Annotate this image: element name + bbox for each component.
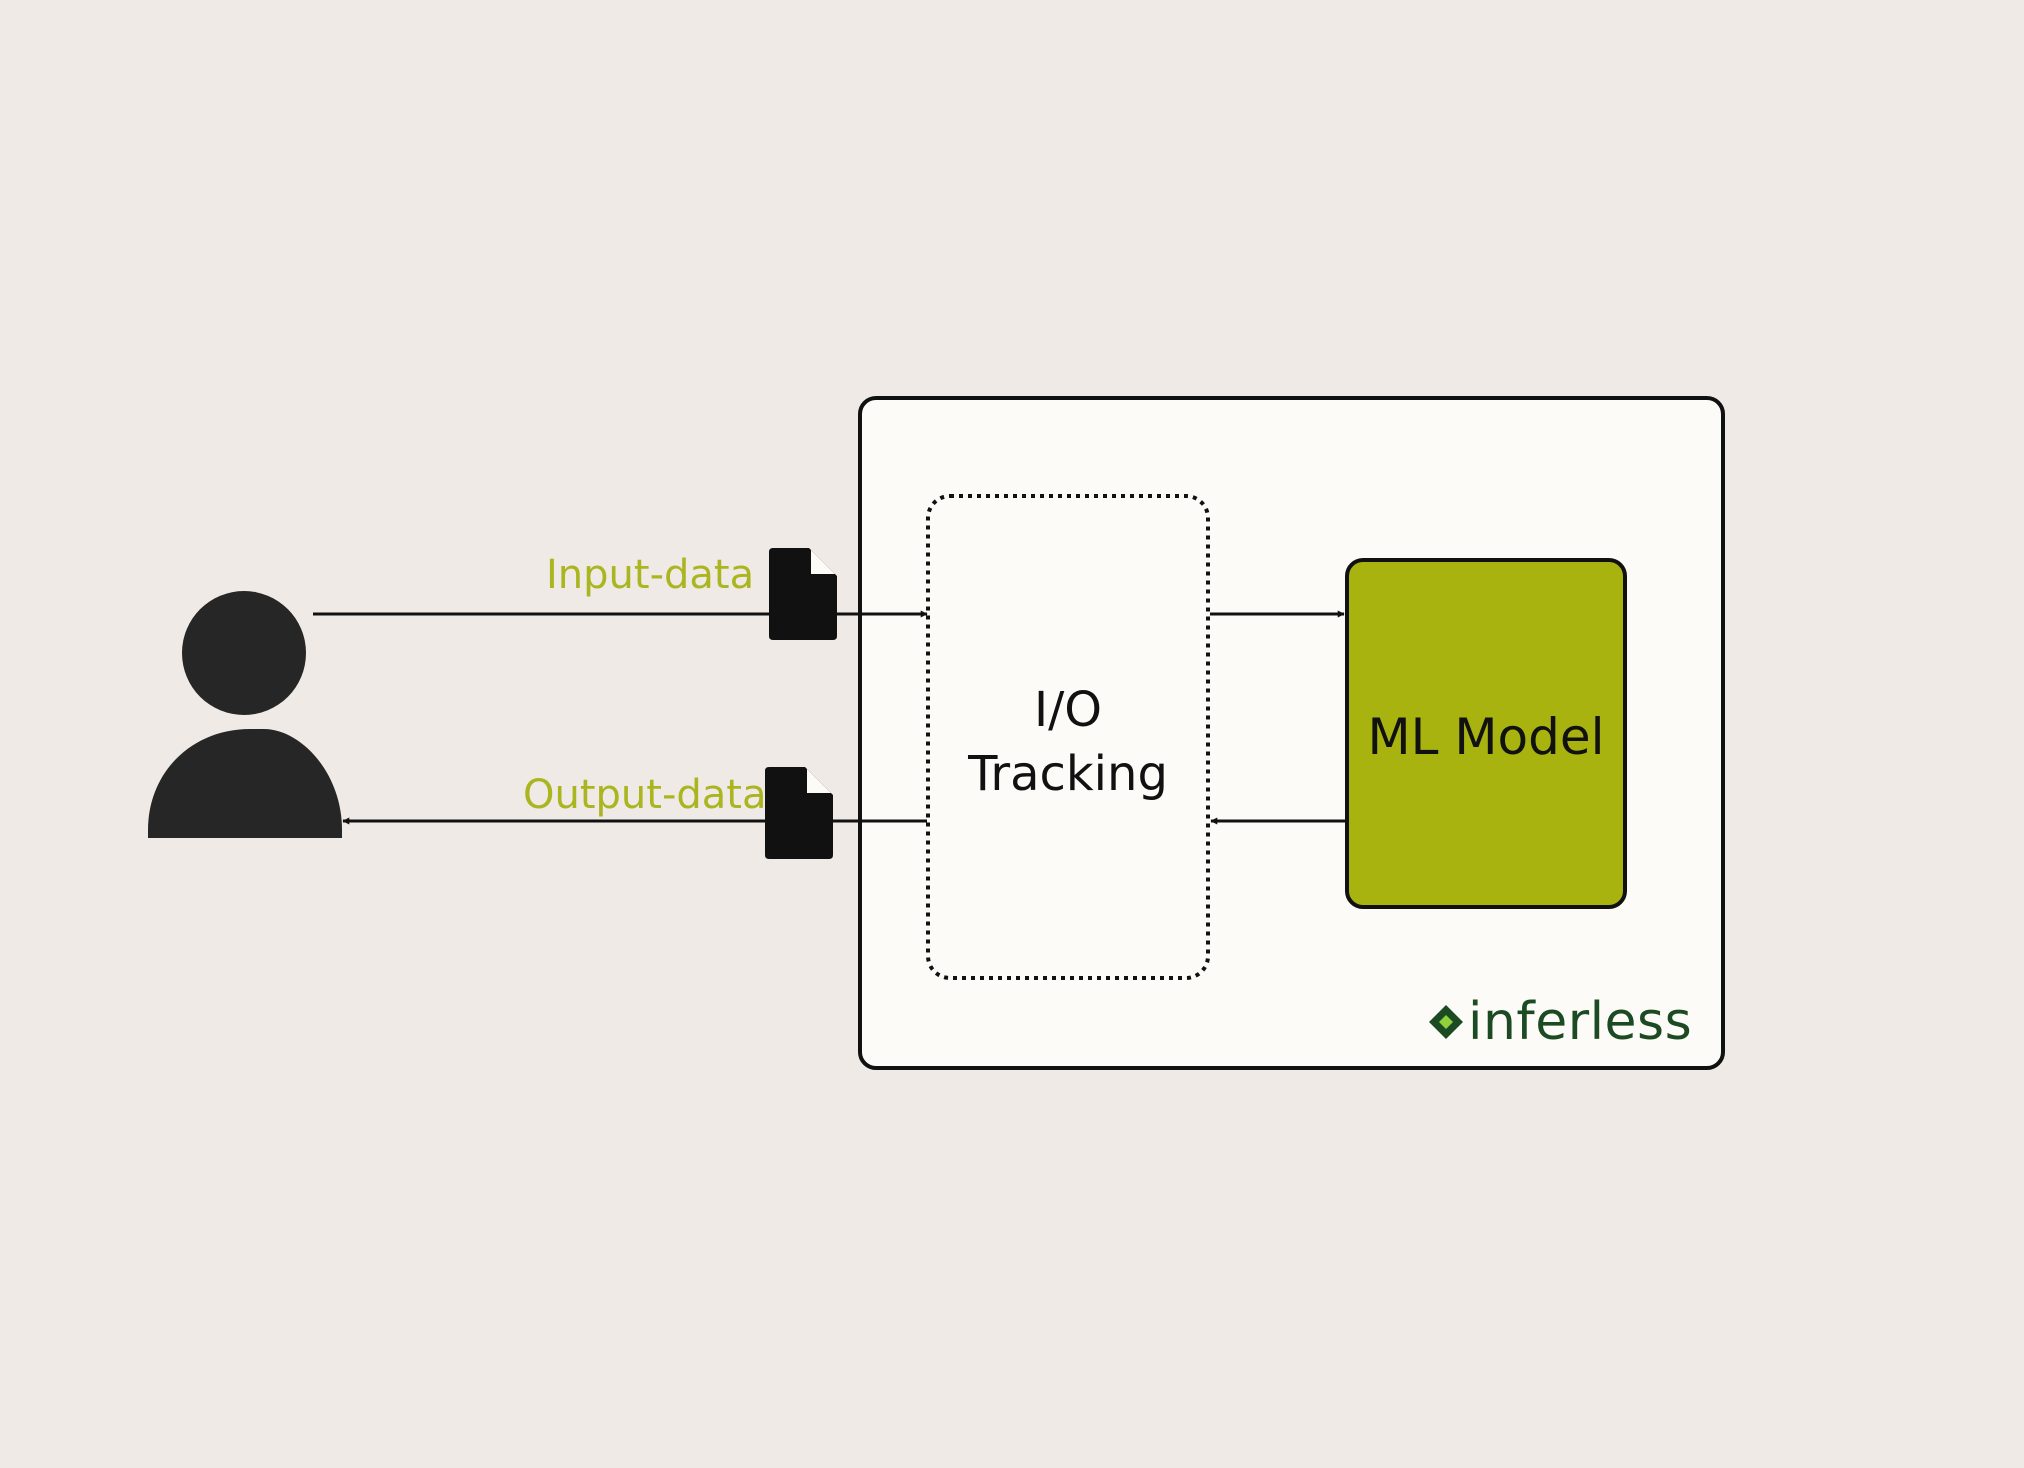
- io-tracking-title-line2: Tracking: [968, 746, 1168, 802]
- io-tracking-title-line1: I/O: [1033, 682, 1103, 738]
- io-tracking-box: [926, 494, 1210, 980]
- person-icon: [148, 591, 342, 838]
- output-data-label: Output-data: [523, 772, 767, 818]
- inferless-logo-text: inferless: [1468, 992, 1693, 1052]
- diamond-logo-icon: [1429, 1005, 1463, 1039]
- input-file-icon: [769, 548, 837, 640]
- ml-model-label: ML Model: [1367, 708, 1605, 766]
- input-data-label: Input-data: [546, 552, 755, 598]
- ml-model-box: [1345, 558, 1627, 909]
- output-file-icon: [765, 767, 833, 859]
